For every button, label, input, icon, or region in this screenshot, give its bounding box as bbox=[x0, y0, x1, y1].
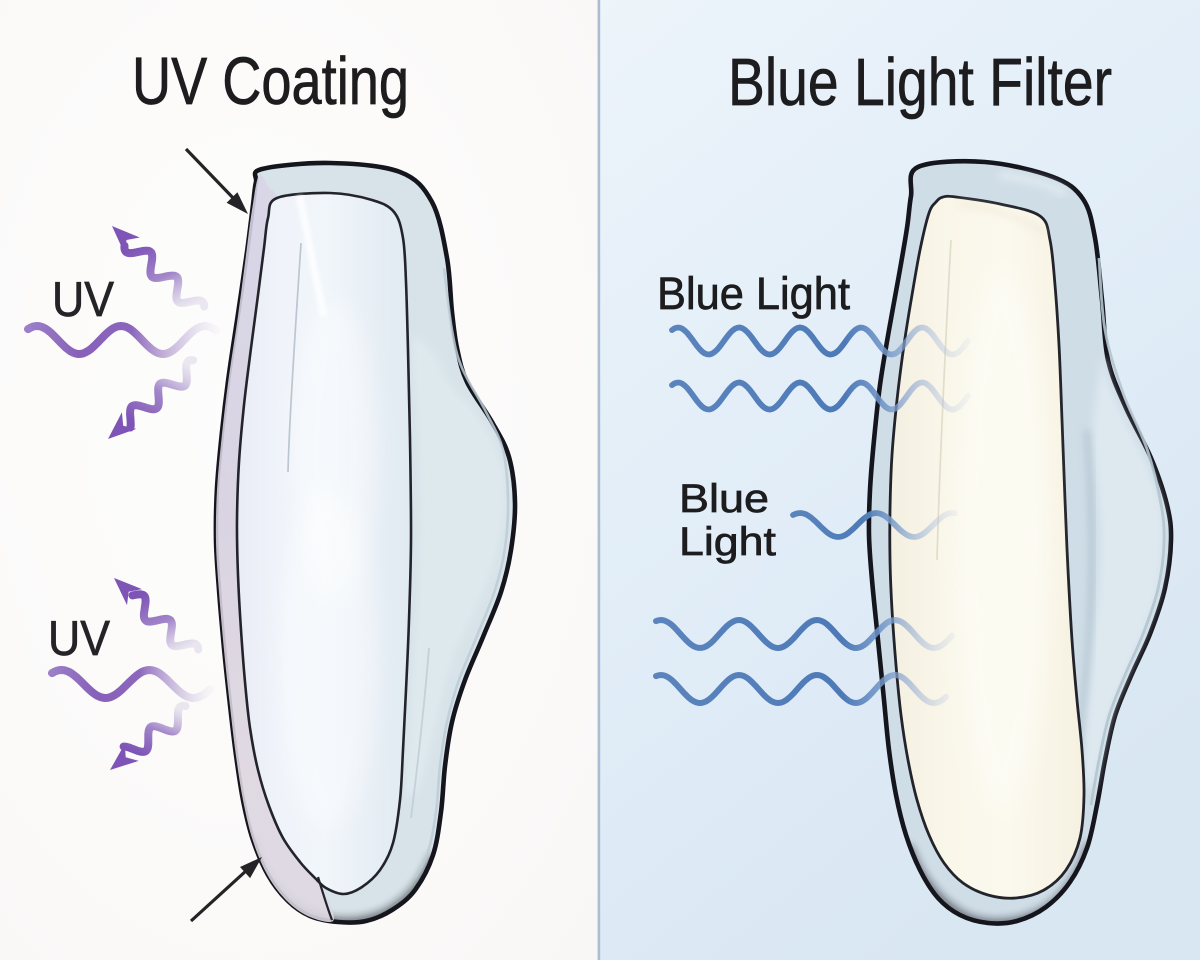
svg-text:Blue Light: Blue Light bbox=[657, 268, 850, 319]
svg-text:Blue Light Filter: Blue Light Filter bbox=[728, 45, 1112, 120]
svg-text:UV Coating: UV Coating bbox=[132, 44, 409, 119]
svg-text:UV: UV bbox=[48, 612, 110, 666]
svg-text:Light: Light bbox=[679, 520, 776, 564]
svg-text:Blue: Blue bbox=[679, 477, 769, 521]
svg-text:UV: UV bbox=[52, 273, 114, 327]
